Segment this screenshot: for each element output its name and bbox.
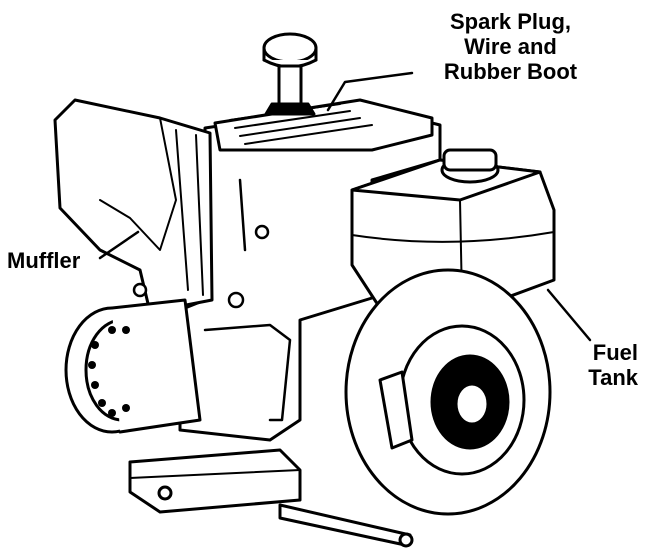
- muffler-shape: [53, 98, 214, 314]
- throttle-linkage: [132, 178, 292, 422]
- fuel-tank-label-line1: Fuel: [592, 340, 638, 365]
- fuel-tank-callout: Fuel Tank: [572, 340, 638, 390]
- spark-plug-label-line2: Wire and: [464, 34, 557, 59]
- fuel-tank-shape: [350, 148, 556, 310]
- spark-plug-label-line3: Rubber Boot: [443, 59, 578, 84]
- air-cleaner: [64, 298, 202, 434]
- leader-lines: [98, 71, 592, 342]
- cylinder-head: [213, 98, 434, 152]
- air-cleaner-holes: [88, 326, 130, 417]
- spark-plug: [262, 32, 318, 116]
- muffler-callout: Muffler: [7, 248, 80, 273]
- spark-plug-callout: Spark Plug, Wire and Rubber Boot: [418, 9, 603, 84]
- fuel-tank-label-line2: Tank: [588, 365, 638, 390]
- spark-plug-label-line1: Spark Plug,: [449, 9, 572, 34]
- engine-base: [128, 448, 414, 548]
- muffler-label: Muffler: [7, 248, 81, 273]
- recoil-starter: [344, 268, 552, 516]
